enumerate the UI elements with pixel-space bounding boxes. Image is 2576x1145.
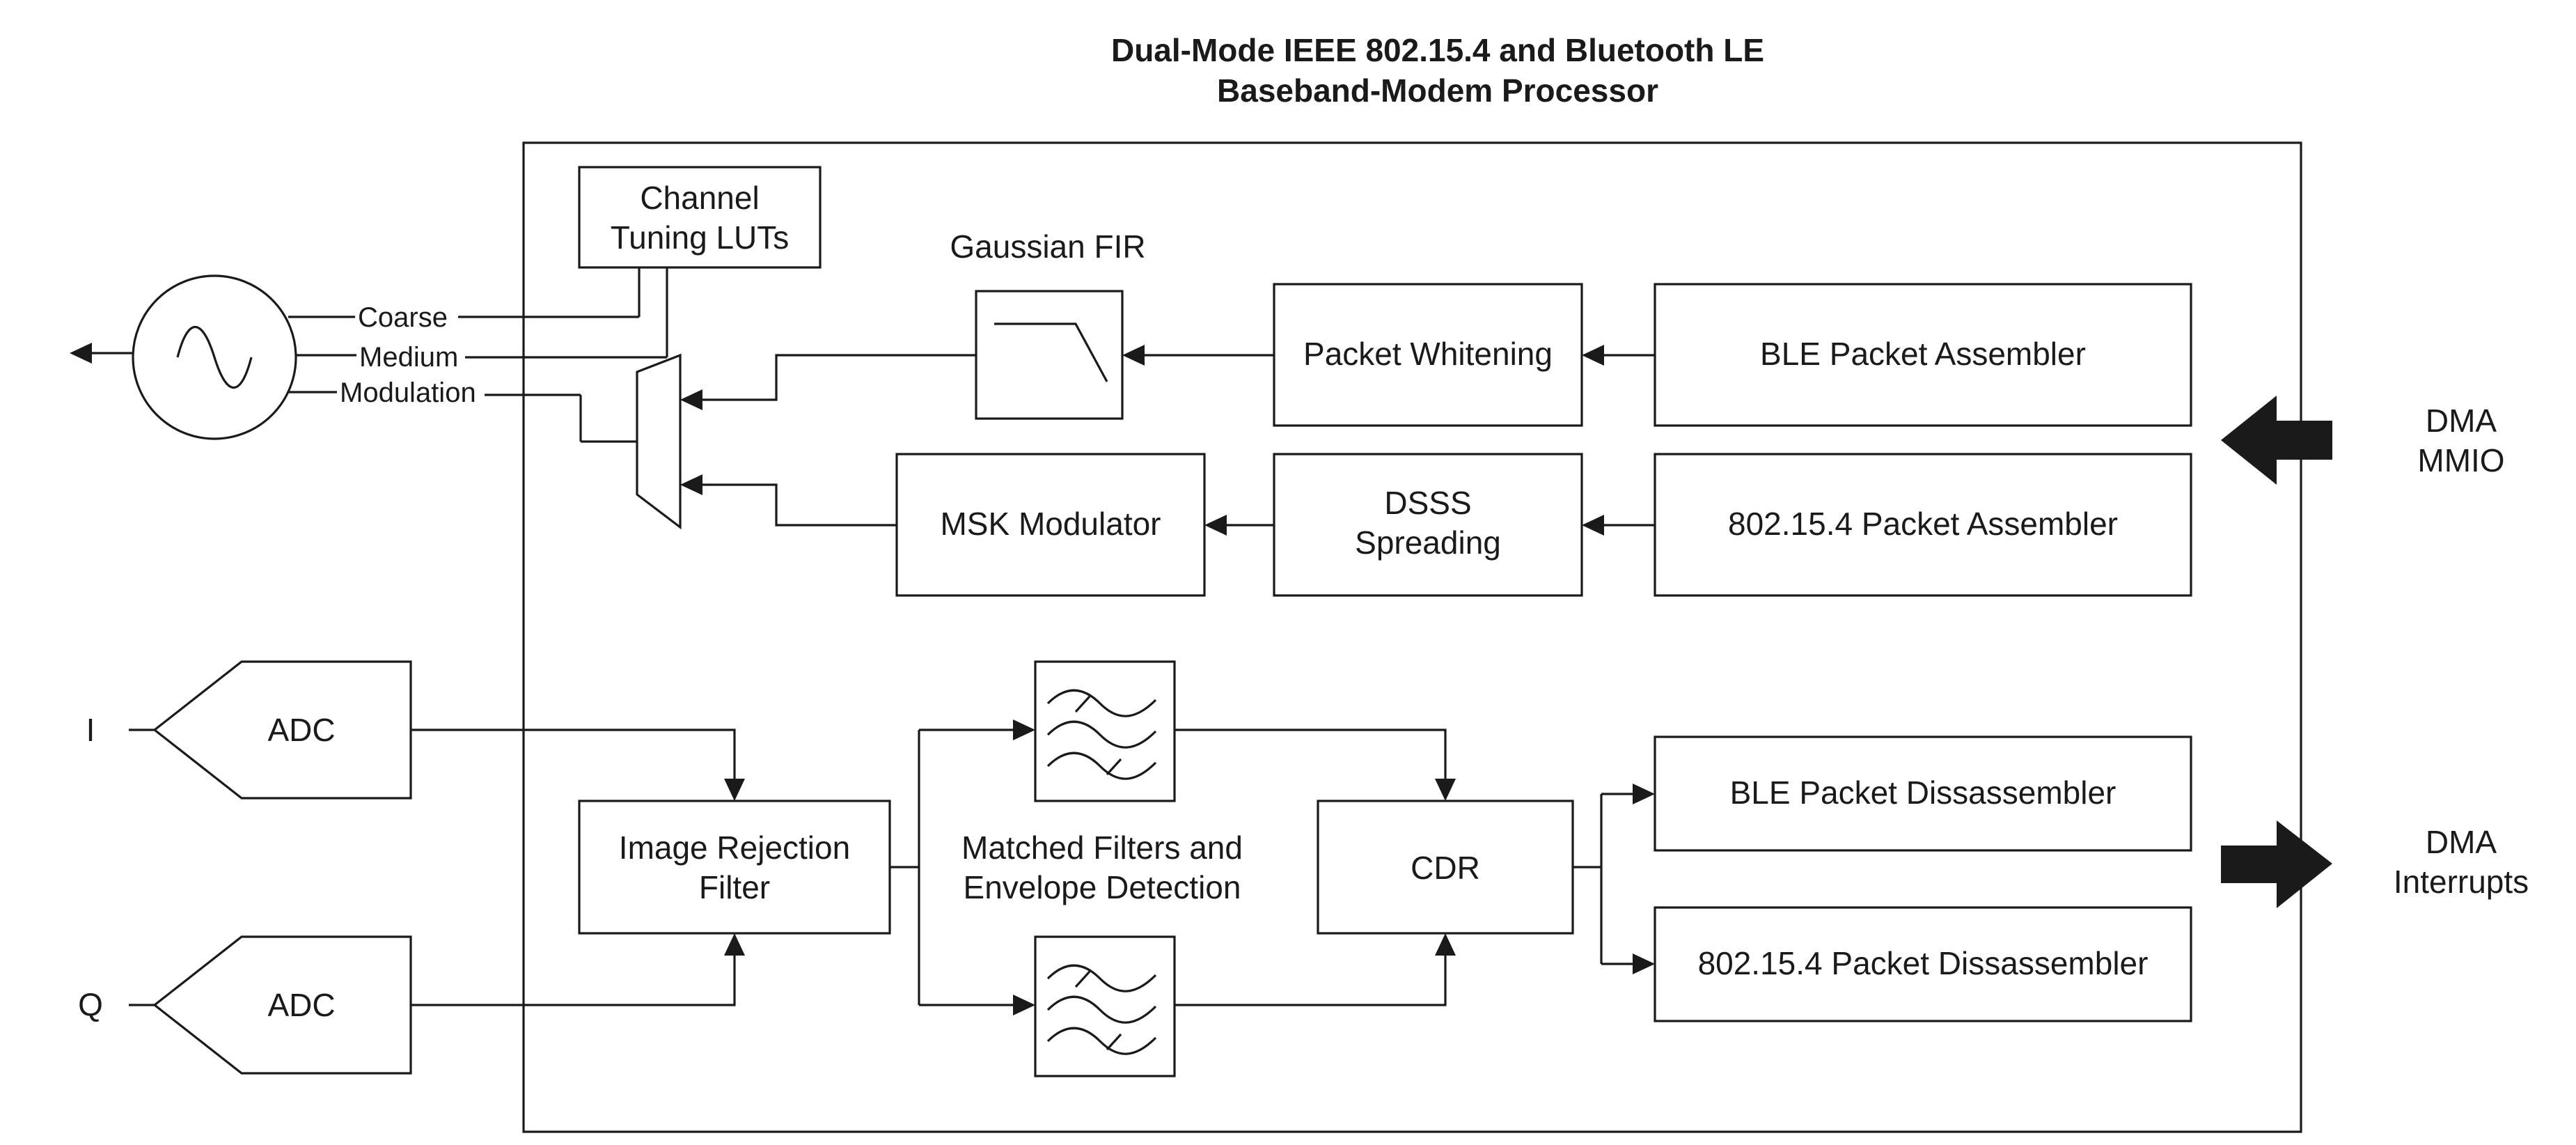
diagram-title-line2: Baseband-Modem Processor: [1217, 72, 1658, 109]
dma-mmio-arrow: [2221, 396, 2332, 485]
ieee-disassembler-label: 802.15.4 Packet Dissassembler: [1698, 945, 2149, 981]
dma-interrupts-line2: Interrupts: [2394, 864, 2529, 900]
adc-i-label: ADC: [267, 712, 335, 748]
gaussian-fir-block: [975, 290, 1124, 420]
ieee-packet-assembler-block: [1654, 453, 2192, 597]
stopband-mark-icon: [1074, 695, 1091, 713]
matched-filters-line2: Envelope Detection: [964, 869, 1241, 905]
dma-interrupts-line1: DMA: [2426, 824, 2497, 860]
msk-modulator-label: MSK Modulator: [940, 506, 1161, 542]
dma-interrupts-arrow: [2221, 820, 2332, 908]
image-rejection-filter-block: [578, 800, 891, 935]
modulation-label: Modulation: [340, 377, 476, 408]
dma-mmio-line1: DMA: [2426, 403, 2497, 439]
matched-filter-bottom: [1034, 935, 1176, 1077]
channel-luts-line2: Tuning LUTs: [611, 219, 790, 256]
medium-label: Medium: [359, 342, 458, 373]
ble-disassembler-label: BLE Packet Dissassembler: [1730, 774, 2116, 811]
i-input-label: I: [86, 712, 95, 748]
matched-filters-line1: Matched Filters and: [961, 829, 1243, 866]
ble-packet-assembler-block: [1654, 283, 2192, 427]
msk-modulator-block: [895, 453, 1206, 597]
dsss-line1: DSSS: [1384, 485, 1471, 521]
gaussian-fir-label: Gaussian FIR: [950, 228, 1145, 265]
oscillator-output-arrow: [70, 343, 92, 364]
ieee-packet-disassembler-block: [1654, 906, 2192, 1022]
dsss-spreading-block: [1273, 453, 1583, 597]
dsss-line2: Spreading: [1355, 524, 1501, 561]
modulation-mux: [636, 353, 682, 530]
packet-whitening-label: Packet Whitening: [1303, 336, 1553, 372]
lowpass-filter-icon: [994, 322, 1108, 382]
channel-tuning-luts-block: [578, 166, 822, 269]
oscillator: [132, 274, 297, 440]
ieee-assembler-label: 802.15.4 Packet Assembler: [1728, 506, 2118, 542]
q-input-label: Q: [78, 986, 103, 1022]
cdr-block: [1317, 800, 1574, 935]
matched-filter-top: [1034, 660, 1176, 802]
image-rejection-line2: Filter: [699, 869, 770, 905]
ble-assembler-label: BLE Packet Assembler: [1760, 336, 2086, 372]
coarse-label: Coarse: [358, 302, 448, 333]
sine-wave-icon: [176, 325, 253, 389]
image-rejection-line1: Image Rejection: [619, 829, 850, 866]
diagram-title-line1: Dual-Mode IEEE 802.15.4 and Bluetooth LE: [1111, 32, 1764, 68]
cdr-label: CDR: [1411, 850, 1480, 886]
dma-mmio-line2: MMIO: [2417, 442, 2504, 478]
adc-q-label: ADC: [267, 987, 335, 1023]
channel-luts-line1: Channel: [640, 180, 759, 216]
ble-packet-disassembler-block: [1654, 735, 2192, 852]
